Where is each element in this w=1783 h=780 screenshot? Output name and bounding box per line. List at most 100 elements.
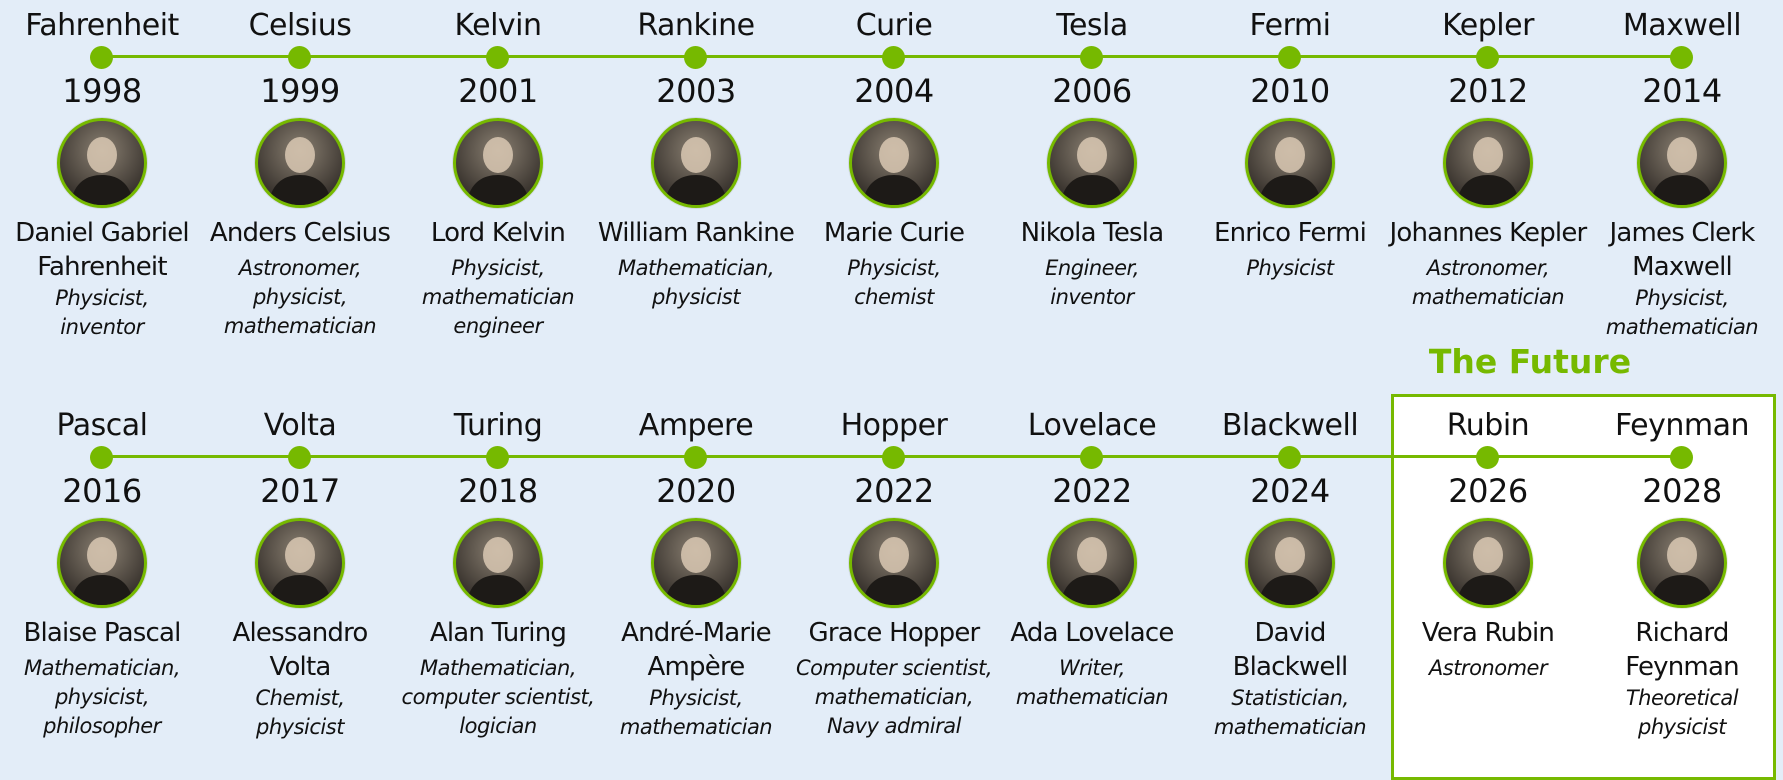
release-year: 2014	[1642, 72, 1722, 110]
timeline-dot	[1080, 46, 1103, 69]
portrait-maxwell	[1637, 118, 1727, 208]
architecture-name: Blackwell	[1221, 408, 1359, 443]
timeline-dot	[486, 446, 509, 469]
timeline-dot	[1476, 46, 1499, 69]
portrait-turing	[453, 518, 543, 608]
person-name: Blaise Pascal	[0, 616, 207, 650]
person-role-line: Mathematician,	[419, 656, 577, 680]
person-name: Ada Lovelace	[987, 616, 1197, 650]
person-name: Lord Kelvin	[393, 216, 603, 250]
portrait-pascal	[57, 518, 147, 608]
person-name-line: Richard	[1635, 618, 1729, 648]
person-role-line: Physicist,	[649, 686, 743, 710]
release-year: 2010	[1250, 72, 1330, 110]
person-name-line: Ampère	[647, 652, 746, 682]
timeline-dot	[882, 446, 905, 469]
person-role-line: engineer	[453, 314, 543, 338]
person-role-line: Physicist,	[847, 256, 941, 280]
person-name-line: Feynman	[1625, 652, 1739, 682]
person-name-line: William Rankine	[597, 218, 795, 248]
person-role-line: Astronomer	[1428, 656, 1548, 680]
person-name: Johannes Kepler	[1383, 216, 1593, 250]
person-name-line: Lord Kelvin	[430, 218, 566, 248]
person-name-line: Johannes Kepler	[1389, 218, 1588, 248]
person-name-line: Alan Turing	[429, 618, 567, 648]
release-year: 2022	[854, 472, 934, 510]
person-name: Alan Turing	[393, 616, 603, 650]
release-year: 2022	[1052, 472, 1132, 510]
person-role: Astronomer,physicist,mathematician	[195, 254, 405, 341]
person-name: Enrico Fermi	[1185, 216, 1395, 250]
portrait-rankine	[651, 118, 741, 208]
portrait-ampere	[651, 518, 741, 608]
timeline-dot	[288, 46, 311, 69]
person-role: Physicist	[1185, 254, 1395, 283]
timeline-dot	[1476, 446, 1499, 469]
person-role-line: Mathematician,	[617, 256, 775, 280]
architecture-name: Tesla	[1056, 8, 1128, 43]
person-role-line: physicist	[652, 285, 740, 309]
person-name-line: Blackwell	[1232, 652, 1349, 682]
person-name-line: Alessandro	[232, 618, 368, 648]
release-year: 2026	[1448, 472, 1528, 510]
person-name-line: Marie Curie	[823, 218, 965, 248]
person-role-line: mathematician	[1015, 685, 1169, 709]
portrait-kepler	[1443, 118, 1533, 208]
future-section-title: The Future	[1428, 342, 1632, 381]
architecture-name: Rankine	[637, 8, 755, 43]
architecture-name: Volta	[263, 408, 337, 443]
release-year: 2020	[656, 472, 736, 510]
timeline-dot	[882, 46, 905, 69]
architecture-name: Ampere	[638, 408, 754, 443]
person-name-line: Fahrenheit	[37, 252, 167, 282]
person-name-line: Enrico Fermi	[1214, 218, 1367, 248]
person-role-line: Navy admiral	[827, 714, 961, 738]
person-role-line: mathematician	[1605, 315, 1759, 339]
timeline-dot	[1080, 446, 1103, 469]
timeline-dot	[1670, 46, 1693, 69]
release-year: 1998	[62, 72, 142, 110]
architecture-name: Kelvin	[454, 8, 542, 43]
person-role-line: mathematician	[1213, 715, 1367, 739]
architecture-name: Turing	[453, 408, 543, 443]
architecture-name: Celsius	[248, 8, 352, 43]
person-role-line: logician	[459, 714, 537, 738]
portrait-rubin	[1443, 518, 1533, 608]
person-role: Physicist, mathematician engineer	[393, 254, 603, 341]
person-role-line: mathematician	[421, 285, 575, 309]
portrait-curie	[849, 118, 939, 208]
person-name-line: Nikola Tesla	[1020, 218, 1165, 248]
person-name-line: Vera Rubin	[1421, 618, 1555, 648]
person-name: Nikola Tesla	[987, 216, 1197, 250]
portrait-fahrenheit	[57, 118, 147, 208]
portrait-celsius	[255, 118, 345, 208]
person-role-line: Physicist,	[451, 256, 545, 280]
release-year: 2024	[1250, 472, 1330, 510]
person-role-line: mathematician	[223, 314, 377, 338]
architecture-name: Kepler	[1442, 8, 1534, 43]
architecture-name: Pascal	[56, 408, 148, 443]
architecture-name: Hopper	[840, 408, 948, 443]
person-role-line: inventor	[1050, 285, 1134, 309]
timeline-dot	[684, 446, 707, 469]
release-year: 2018	[458, 472, 538, 510]
person-name-line: Anders Celsius	[209, 218, 391, 248]
person-name: Grace Hopper	[789, 616, 999, 650]
timeline-dot	[684, 46, 707, 69]
architecture-name: Fahrenheit	[25, 8, 179, 43]
release-year: 2004	[854, 72, 934, 110]
timeline-dot	[1278, 46, 1301, 69]
portrait-tesla	[1047, 118, 1137, 208]
person-role-line: mathematician	[619, 715, 773, 739]
person-name-line: Ada Lovelace	[1010, 618, 1174, 648]
person-role-line: Engineer,	[1045, 256, 1139, 280]
person-role: Writer,mathematician	[987, 654, 1197, 712]
person-role-line: Physicist	[1246, 256, 1334, 280]
portrait-kelvin	[453, 118, 543, 208]
person-role-line: physicist	[1638, 715, 1726, 739]
person-role-line: Physicist,	[1635, 286, 1729, 310]
person-name-line: Grace Hopper	[808, 618, 981, 648]
